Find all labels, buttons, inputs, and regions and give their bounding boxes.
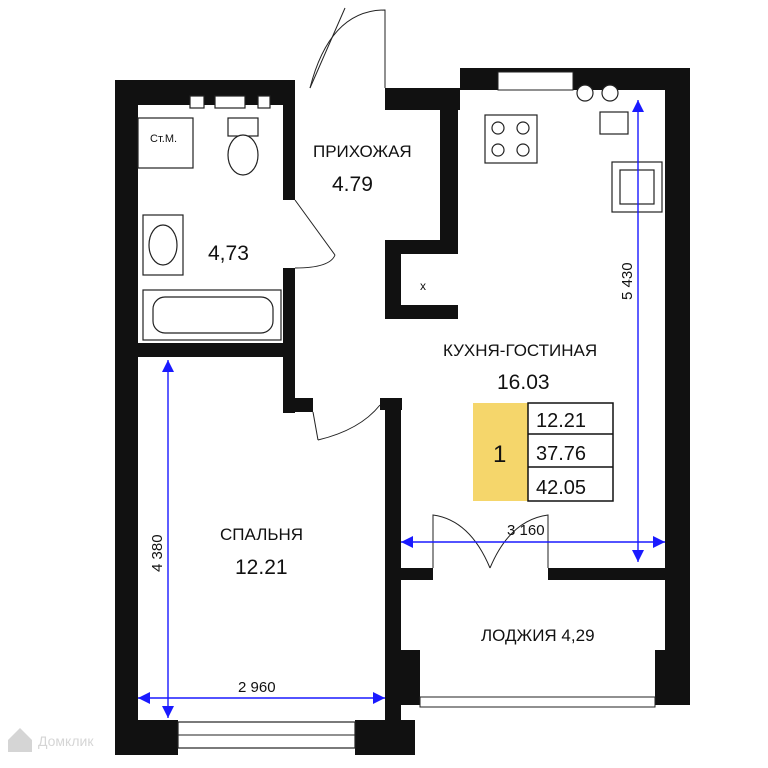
wall-hall-right bbox=[440, 88, 458, 248]
wall-left bbox=[115, 80, 138, 730]
toilet-tank bbox=[227, 117, 259, 137]
bathroom-door-swing bbox=[294, 254, 336, 269]
kitchen-name: КУХНЯ-ГОСТИНАЯ bbox=[443, 341, 597, 360]
vent-icon bbox=[189, 95, 205, 109]
wall-bath-bottom bbox=[115, 343, 295, 357]
wall-closet-bottom bbox=[385, 305, 458, 319]
summary-table bbox=[527, 402, 614, 502]
entrance-door-swing bbox=[309, 9, 386, 89]
bedroom-door-swing bbox=[317, 404, 381, 441]
hallway-area: 4.79 bbox=[332, 173, 373, 196]
toilet-bowl bbox=[227, 134, 259, 176]
loggia-door-left bbox=[432, 514, 491, 569]
vent-icon bbox=[214, 95, 246, 109]
closet-mark: x bbox=[420, 279, 426, 293]
loggia-door-right bbox=[489, 514, 549, 569]
wall-loggia-left-bottom bbox=[400, 650, 420, 705]
wall-bottom-right bbox=[355, 720, 415, 755]
doors bbox=[294, 7, 549, 569]
loggia-name: ЛОДЖИЯ 4,29 bbox=[481, 626, 595, 645]
rooms-count-badge bbox=[473, 403, 528, 501]
sink-bowl-kitchen bbox=[576, 84, 594, 102]
wall-top-kitchen bbox=[460, 68, 690, 90]
area-summary: 1 12.21 37.76 42.05 bbox=[473, 402, 614, 502]
window-loggia bbox=[419, 696, 656, 708]
wall-right bbox=[665, 68, 690, 703]
bedroom-name: СПАЛЬНЯ bbox=[220, 525, 303, 544]
bedroom-door bbox=[312, 411, 319, 441]
living-area: 12.21 bbox=[536, 410, 586, 432]
wall-loggia-top-left bbox=[385, 568, 433, 580]
windows bbox=[177, 71, 656, 749]
dim-kitchen-width: 3 160 bbox=[507, 522, 545, 539]
dim-kitchen-height: 5 430 bbox=[619, 262, 636, 300]
bathroom-area: 4,73 bbox=[208, 242, 249, 265]
usable-area: 37.76 bbox=[536, 443, 586, 465]
bathroom-door bbox=[294, 199, 336, 256]
bedroom-area: 12.21 bbox=[235, 556, 288, 579]
washer-spot bbox=[137, 117, 194, 169]
watermark: Домклик bbox=[8, 728, 94, 752]
kitchen-area: 16.03 bbox=[497, 371, 550, 394]
window-kitchen-top bbox=[497, 71, 574, 91]
walls bbox=[115, 68, 690, 755]
washer-label: Ст.М. bbox=[150, 133, 177, 145]
burner-icon bbox=[516, 121, 530, 135]
sink-bowl-kitchen bbox=[601, 84, 619, 102]
wall-bath-right bbox=[283, 80, 295, 200]
entrance-door bbox=[309, 7, 346, 89]
fixtures: Ст.М. x bbox=[137, 84, 663, 341]
burner-icon bbox=[516, 143, 530, 157]
boiler bbox=[599, 111, 629, 135]
watermark-text: Домклик bbox=[38, 733, 94, 749]
dim-bedroom-height: 4 380 bbox=[149, 534, 166, 572]
fridge-inner bbox=[619, 169, 655, 205]
sink-bowl bbox=[148, 224, 178, 266]
wall-bottom-left bbox=[115, 720, 178, 755]
total-area: 42.05 bbox=[536, 477, 586, 499]
dim-bedroom-width: 2 960 bbox=[238, 679, 276, 696]
stove bbox=[484, 114, 538, 164]
wall-loggia-top-right bbox=[548, 568, 680, 580]
wall-hall-left-low bbox=[283, 343, 295, 413]
rooms-count: 1 bbox=[493, 441, 506, 468]
wall-bath-right-low bbox=[283, 268, 295, 348]
wall-hall-left-stub bbox=[283, 398, 313, 412]
dimension-lines bbox=[138, 100, 665, 718]
burner-icon bbox=[491, 121, 505, 135]
wall-bedroom-right bbox=[385, 398, 401, 728]
bathtub-inner bbox=[152, 296, 274, 334]
burner-icon bbox=[491, 143, 505, 157]
vent-icon bbox=[257, 95, 271, 109]
wall-bedroom-right-stub bbox=[380, 398, 402, 410]
wall-closet-left bbox=[385, 240, 401, 318]
hallway-name: ПРИХОЖАЯ bbox=[313, 142, 412, 161]
wall-closet-top bbox=[385, 240, 458, 254]
house-icon bbox=[8, 728, 32, 752]
wall-loggia-right-bottom bbox=[655, 650, 690, 705]
